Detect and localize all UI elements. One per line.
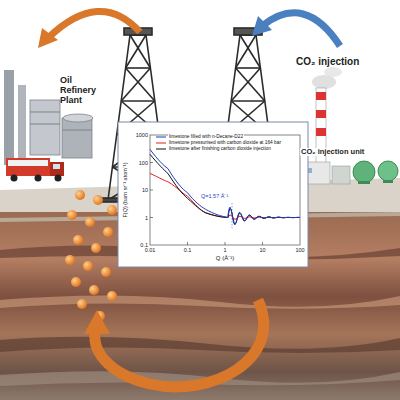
x-tick: 0.01 bbox=[145, 247, 156, 253]
y-tick: 1 bbox=[145, 214, 148, 220]
peak-annotation: Q=1.57 Å⁻¹ bbox=[200, 193, 229, 199]
y-tick: 10 bbox=[142, 187, 148, 193]
x-tick: 100 bbox=[295, 247, 304, 253]
y-tick: 1000 bbox=[136, 132, 148, 138]
oil-droplets bbox=[65, 190, 117, 321]
plant-label: Oil Refinery Plant bbox=[60, 76, 110, 106]
y-axis-title: F(Q) (barn sr⁻¹ atom⁻¹) bbox=[122, 162, 128, 217]
curve-blue bbox=[150, 149, 300, 224]
x-tick: 0.1 bbox=[184, 247, 192, 253]
legend-text: limestone after finishing carbon dioxide… bbox=[168, 146, 272, 151]
x-axis-title: Q (Å⁻¹) bbox=[216, 255, 234, 262]
curve-black bbox=[150, 154, 300, 224]
y-tick: 100 bbox=[139, 159, 148, 165]
legend-text: limestone pressurised with carbon dioxid… bbox=[168, 140, 282, 145]
unit-label: CO₂ injection unit bbox=[300, 148, 365, 156]
legend-text: limestone filled with n-Decane-D22 bbox=[168, 134, 244, 139]
x-tick: 10 bbox=[259, 247, 265, 253]
injection-label: CO₂ injection bbox=[296, 56, 359, 67]
x-tick: 1 bbox=[223, 247, 226, 253]
